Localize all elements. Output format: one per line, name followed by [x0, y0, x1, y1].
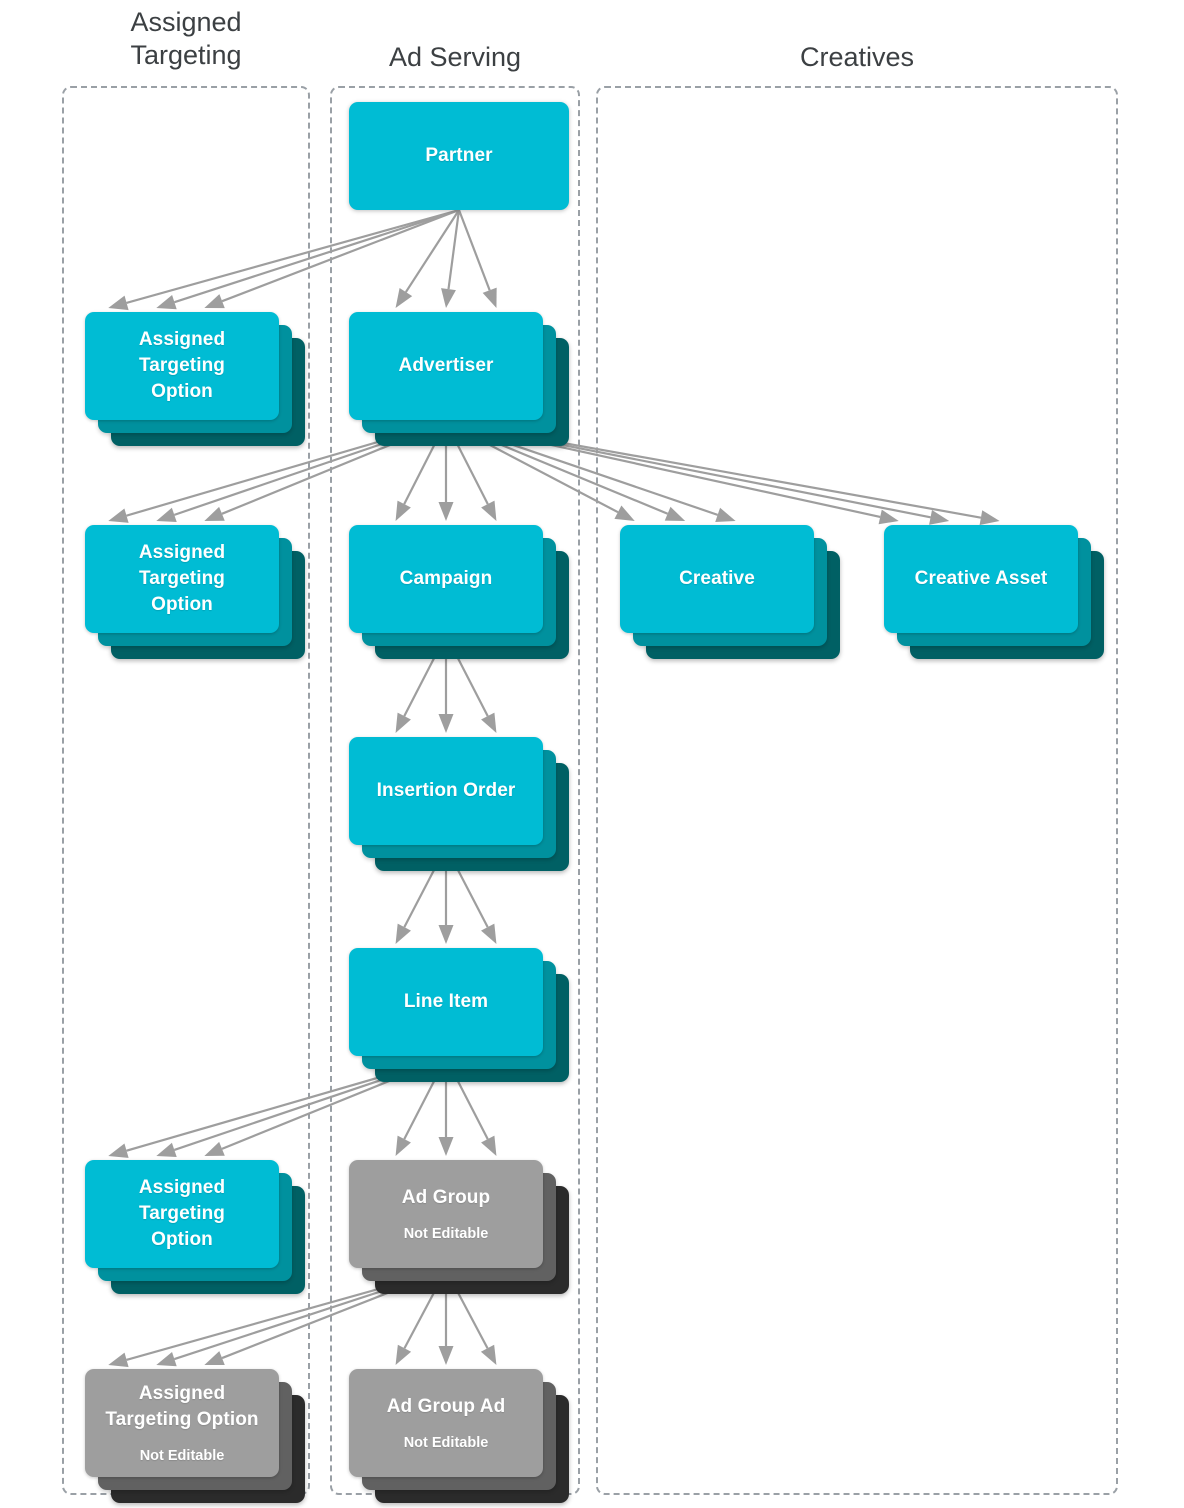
column-title-ad-serving: Ad Serving	[388, 42, 522, 72]
column-title-creatives: Creatives	[799, 42, 915, 72]
card-face-creative-asset[interactable]: Creative Asset	[884, 525, 1078, 633]
node-label-creative-asset: Creative Asset	[914, 568, 1048, 589]
node-label-partner: Partner	[425, 145, 493, 166]
card-face-ad-group-ad[interactable]: Ad Group Ad Not Editable	[349, 1369, 543, 1477]
card-face-advertiser[interactable]: Advertiser	[349, 312, 543, 420]
node-label-campaign: Campaign	[399, 568, 493, 589]
node-creative[interactable]: Creative	[620, 525, 840, 659]
node-label-creative: Creative	[679, 568, 755, 589]
node-campaign[interactable]: Campaign	[349, 525, 569, 659]
node-partner[interactable]: Partner	[349, 102, 569, 210]
card-face-creative[interactable]: Creative	[620, 525, 814, 633]
node-sublabel-ato-ad-group: Not Editable	[139, 1448, 225, 1464]
node-label-advertiser: Advertiser	[398, 355, 494, 376]
card-face-insertion-order[interactable]: Insertion Order	[349, 737, 543, 845]
column-title-assigned-targeting: Assigned Targeting	[130, 7, 242, 70]
node-label-ad-group-ad: Ad Group Ad	[386, 1396, 506, 1417]
node-line-item[interactable]: Line Item	[349, 948, 569, 1082]
node-ad-group-ad[interactable]: Ad Group Ad Not Editable	[349, 1369, 569, 1503]
node-creative-asset[interactable]: Creative Asset	[884, 525, 1104, 659]
card-face-line-item[interactable]: Line Item	[349, 948, 543, 1056]
node-label-insertion-order: Insertion Order	[376, 780, 516, 801]
node-advertiser[interactable]: Advertiser	[349, 312, 569, 446]
node-label-ad-group: Ad Group	[401, 1187, 491, 1208]
group-container-creatives	[596, 86, 1118, 1495]
node-sublabel-ad-group-ad: Not Editable	[403, 1435, 489, 1451]
card-face-partner[interactable]: Partner	[349, 102, 569, 210]
node-insertion-order[interactable]: Insertion Order	[349, 737, 569, 871]
node-label-line-item: Line Item	[403, 991, 489, 1012]
node-sublabel-ad-group: Not Editable	[403, 1226, 489, 1242]
card-face-campaign[interactable]: Campaign	[349, 525, 543, 633]
